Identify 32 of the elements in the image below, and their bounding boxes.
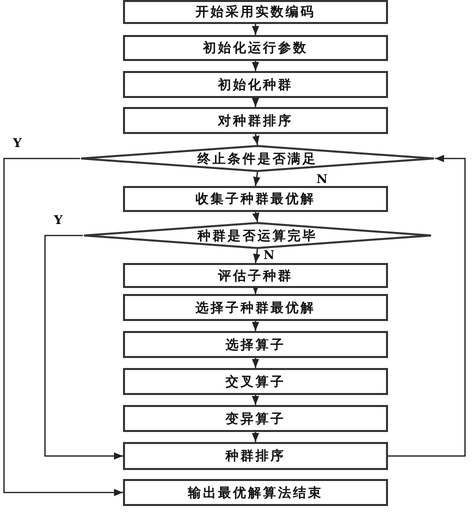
- process-box: 输出最优解算法结束: [123, 479, 388, 506]
- decision-diamond: 终止条件是否满足: [80, 145, 435, 172]
- edge-label: Y: [53, 214, 64, 227]
- arrow: [253, 248, 260, 264]
- process-box: 变异算子: [123, 405, 388, 432]
- arrow: [252, 395, 260, 405]
- process-box: 开始采用实数编码: [123, 0, 388, 24]
- process-box: 交叉算子: [123, 368, 388, 395]
- process-box: 种群排序: [123, 442, 388, 470]
- process-box: 初始化运行参数: [123, 35, 388, 61]
- arrow: [388, 154, 466, 457]
- process-box: 选择子种群最优解: [123, 294, 388, 321]
- arrow: [252, 24, 260, 35]
- arrow: [252, 212, 260, 222]
- decision-diamond: 种群是否运算完毕: [83, 222, 432, 249]
- arrow: [252, 134, 260, 146]
- arrow: [252, 358, 260, 368]
- arrow: [3, 158, 123, 496]
- process-box: 对种群排序: [123, 107, 388, 134]
- process-box: 初始化种群: [123, 71, 388, 98]
- edge-label: N: [262, 249, 276, 262]
- arrow: [252, 432, 260, 442]
- process-box: 评估子种群: [123, 263, 388, 288]
- arrow: [252, 98, 260, 107]
- arrow: [252, 61, 260, 71]
- arrow: [44, 234, 123, 460]
- process-box: 选择算子: [123, 331, 388, 358]
- arrow: [253, 172, 260, 186]
- process-box: 收集子种群最优解: [123, 186, 388, 212]
- edge-label: N: [316, 173, 328, 186]
- arrow: [252, 321, 260, 331]
- edge-label: Y: [12, 137, 23, 150]
